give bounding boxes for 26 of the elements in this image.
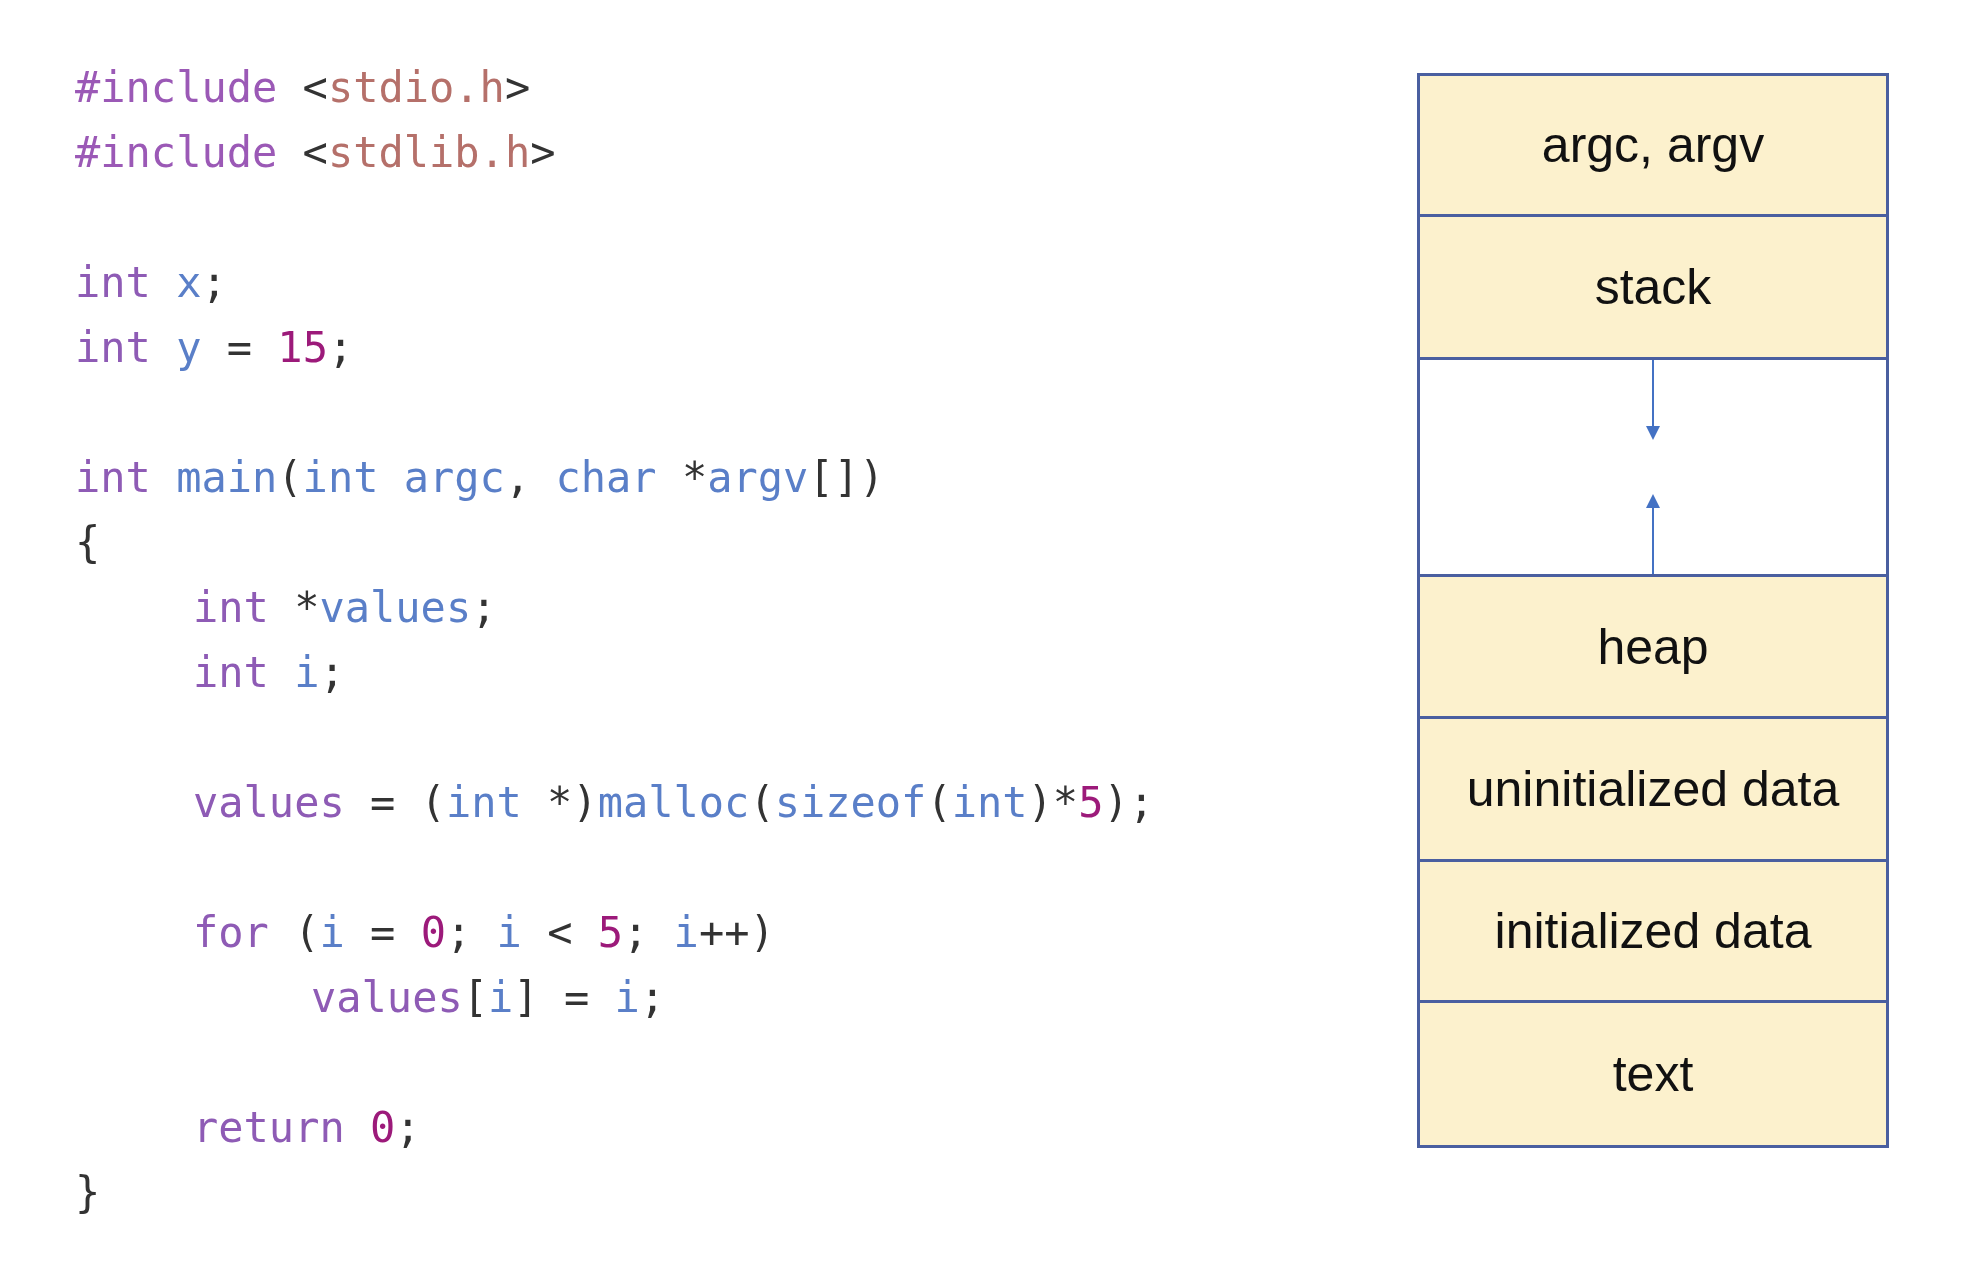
memory-segment <box>1417 214 1889 360</box>
memory-segment <box>1417 716 1889 862</box>
code-line: int *values; <box>193 582 497 634</box>
code-line: int x; <box>75 257 227 309</box>
memory-segment <box>1417 1000 1889 1148</box>
code-line: values[i] = i; <box>311 972 666 1024</box>
code-line: values = (int *)malloc(sizeof(int)*5); <box>193 777 1155 829</box>
segment-label: uninitialized data <box>1465 760 1841 819</box>
free-memory-area <box>1417 357 1889 577</box>
code-line: { <box>75 517 101 569</box>
code-line: return 0; <box>193 1102 421 1154</box>
code-line: #include <stdio.h> <box>75 62 531 114</box>
code-line: #include <stdlib.h> <box>75 127 556 179</box>
segment-label: initialized data <box>1493 902 1813 961</box>
code-line: int i; <box>193 647 345 699</box>
segment-label: argc, argv <box>1540 116 1766 175</box>
segment-label: heap <box>1596 617 1710 677</box>
memory-segment <box>1417 859 1889 1003</box>
segment-label: stack <box>1593 258 1713 317</box>
memory-segment <box>1417 73 1889 217</box>
code-line: for (i = 0; i < 5; i++) <box>193 907 775 959</box>
memory-segment <box>1417 574 1889 719</box>
code-line: } <box>75 1167 101 1219</box>
segment-label: text <box>1611 1045 1695 1104</box>
code-line: int main(int argc, char *argv[]) <box>75 452 885 504</box>
code-line: int y = 15; <box>75 322 354 374</box>
